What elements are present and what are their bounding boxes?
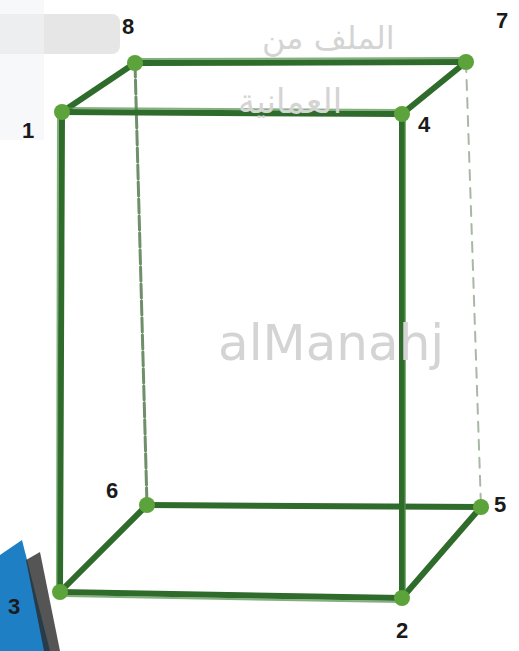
hidden-edge xyxy=(135,63,147,505)
watermark: العمانية xyxy=(238,84,342,118)
vertex-dot xyxy=(473,499,489,515)
vertex-dot xyxy=(52,584,68,600)
vertex-dot xyxy=(127,55,143,71)
cuboid-edge xyxy=(62,112,402,114)
watermark: alManahj xyxy=(218,318,444,368)
vertex-number: 5 xyxy=(494,494,506,516)
vertex-dot xyxy=(394,106,410,122)
vertex-dot xyxy=(458,54,474,70)
cuboid-edge xyxy=(62,63,135,112)
cuboid-edge xyxy=(147,505,481,507)
cuboid-edge xyxy=(402,62,466,114)
logo-panel xyxy=(0,0,44,140)
vertex-number: 6 xyxy=(106,480,118,502)
vertex-number: 3 xyxy=(8,596,20,618)
cuboid-edge xyxy=(60,112,62,592)
vertex-number: 2 xyxy=(396,620,408,642)
watermark: الملف من xyxy=(262,22,395,54)
vertex-dot xyxy=(394,590,410,606)
vertex-number: 1 xyxy=(22,120,34,142)
vertex-number: 7 xyxy=(496,10,508,32)
vertex-number: 4 xyxy=(418,114,430,136)
hidden-edge xyxy=(466,62,481,507)
cuboid-edge xyxy=(402,507,481,598)
vertex-dots xyxy=(52,54,489,606)
vertex-dot xyxy=(54,104,70,120)
cuboid-edges xyxy=(57,58,481,602)
cuboid-edge xyxy=(135,62,466,63)
cuboid-edge xyxy=(60,505,147,592)
vertex-number: 8 xyxy=(122,16,134,38)
vertex-dot xyxy=(139,497,155,513)
corner-band xyxy=(26,552,60,651)
